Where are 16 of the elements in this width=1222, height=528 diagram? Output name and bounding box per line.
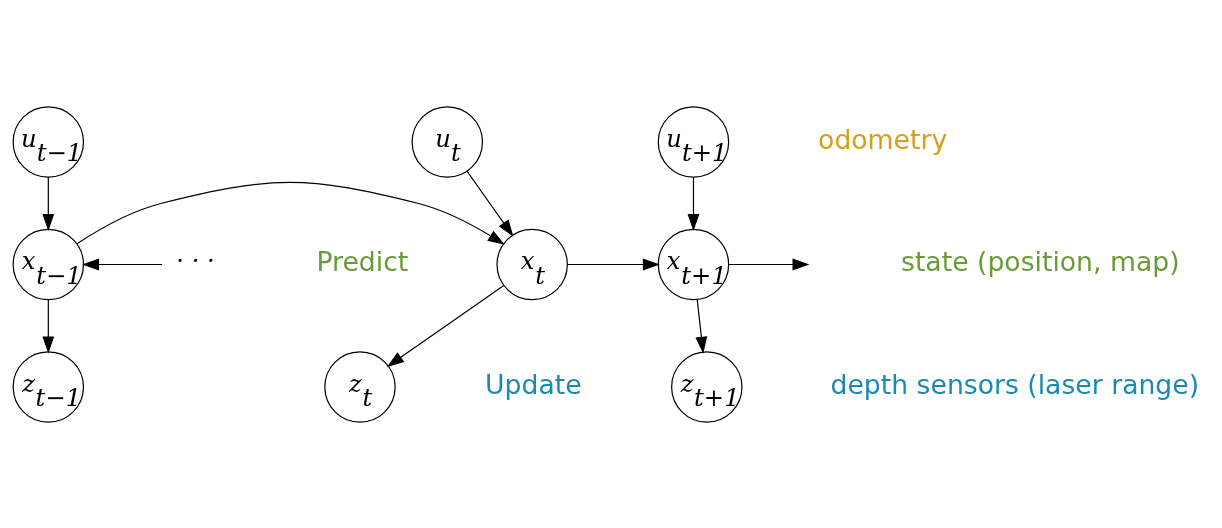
- arrow: [76, 181, 505, 245]
- arrow: [466, 170, 514, 237]
- arrow: [386, 284, 505, 367]
- arrow: [42, 176, 55, 231]
- label: depth sensors (laser range): [830, 368, 1200, 400]
- arrow: [687, 176, 700, 231]
- arrow: [695, 298, 708, 354]
- arrow: [728, 258, 810, 270]
- label: Update: [485, 368, 582, 400]
- label: Predict: [316, 245, 409, 277]
- node-text: · · ·: [176, 245, 215, 275]
- arrow: [82, 258, 163, 270]
- arrow: [42, 298, 55, 353]
- label: state (position, map): [901, 245, 1180, 277]
- label: odometry: [818, 123, 948, 155]
- arrow: [566, 258, 660, 270]
